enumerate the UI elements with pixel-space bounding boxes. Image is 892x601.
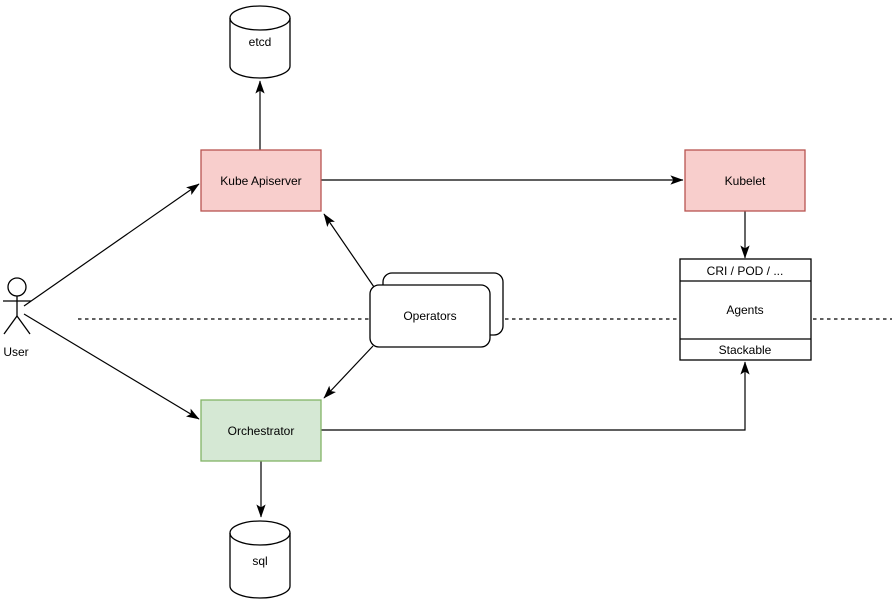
kube-apiserver-box xyxy=(200,149,322,212)
node-sql: sql xyxy=(229,520,291,599)
kubelet-label: Kubelet xyxy=(725,174,766,188)
user-actor-head xyxy=(7,277,27,297)
user-actor-right-leg xyxy=(16,315,31,335)
edges xyxy=(23,80,750,518)
agent-stack-header-label: CRI / POD / ... xyxy=(707,264,784,278)
node-kubelet: Kubelet xyxy=(684,149,806,212)
user-actor-left-leg xyxy=(3,315,18,335)
node-kube-apiserver: Kube Apiserver xyxy=(200,149,322,212)
agent-stack-body-label: Agents xyxy=(726,303,763,317)
operators-front-card xyxy=(369,284,491,348)
user-label: User xyxy=(3,345,28,359)
node-agent-stack: CRI / POD / ... Agents Stackable xyxy=(679,258,812,361)
etcd-cylinder-shape xyxy=(229,5,291,79)
edge-user-to-orchestrator xyxy=(23,313,200,420)
edge-user-to-kube-apiserver xyxy=(23,183,200,307)
sql-cylinder-rim xyxy=(229,532,291,546)
agent-stack-box xyxy=(679,258,812,361)
node-user: User xyxy=(3,277,31,359)
node-orchestrator: Orchestrator xyxy=(200,399,322,462)
kubelet-box xyxy=(684,149,806,212)
kube-apiserver-label: Kube Apiserver xyxy=(220,174,301,188)
node-etcd: etcd xyxy=(229,5,291,79)
etcd-label: etcd xyxy=(249,35,272,49)
edge-orchestrator-to-agent-stack xyxy=(321,361,750,431)
sql-cylinder-shape xyxy=(229,520,291,599)
node-operators: Operators xyxy=(369,272,504,348)
agent-stack-footer-label: Stackable xyxy=(719,343,772,357)
edge-operators-to-kube-apiserver xyxy=(323,213,375,288)
edge-operators-to-orchestrator xyxy=(323,345,374,399)
etcd-cylinder-rim xyxy=(229,17,291,31)
operators-label: Operators xyxy=(403,309,456,323)
orchestrator-label: Orchestrator xyxy=(228,424,295,438)
sql-label: sql xyxy=(252,554,267,568)
orchestrator-box xyxy=(200,399,322,462)
